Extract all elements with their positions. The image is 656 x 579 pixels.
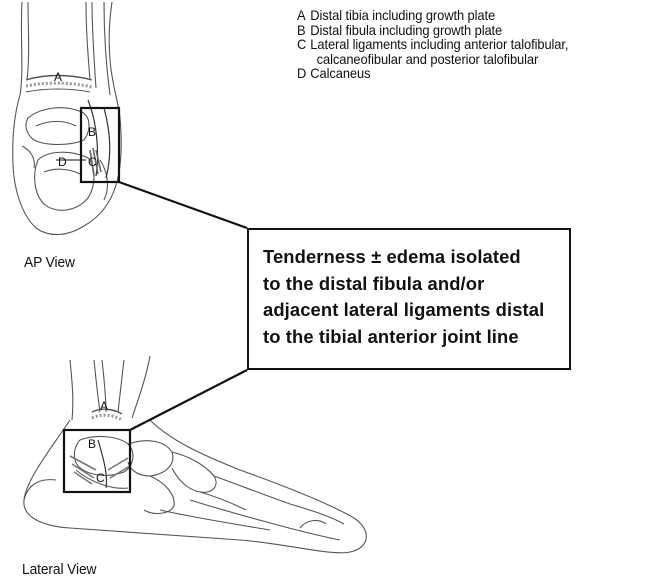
- legend-item-a: A Distal tibia including growth plate: [297, 9, 630, 24]
- legend-key: B: [297, 24, 310, 39]
- ap-label-b: B: [88, 125, 96, 139]
- legend-key: A: [297, 9, 310, 24]
- legend: A Distal tibia including growth plate B …: [297, 9, 630, 82]
- lat-label-b: B: [88, 437, 96, 451]
- legend-item-c: C Lateral ligaments including anterior t…: [297, 38, 630, 67]
- ap-view-illustration: [13, 2, 121, 235]
- ap-connector-line: [119, 182, 247, 228]
- lateral-view-illustration: [24, 356, 366, 553]
- legend-text: Calcaneus: [310, 67, 370, 82]
- ap-label-c: C: [88, 155, 97, 169]
- legend-item-b: B Distal fibula including growth plate: [297, 24, 630, 39]
- legend-key: D: [297, 67, 310, 82]
- lat-label-c: C: [96, 471, 105, 485]
- ap-label-d: D: [58, 155, 67, 169]
- lat-label-a: A: [100, 399, 108, 413]
- lateral-connector-line: [130, 370, 247, 430]
- legend-key: C: [297, 38, 310, 67]
- callout-text: Tenderness ± edema isolated to the dista…: [263, 244, 544, 350]
- callout-box: Tenderness ± edema isolated to the dista…: [247, 228, 571, 370]
- ap-label-a: A: [54, 70, 62, 84]
- legend-text: Lateral ligaments including anterior tal…: [310, 38, 568, 67]
- ap-view-label: AP View: [24, 255, 75, 271]
- legend-text: Distal fibula including growth plate: [310, 24, 502, 39]
- lateral-view-label: Lateral View: [22, 562, 96, 578]
- legend-text: Distal tibia including growth plate: [310, 9, 495, 24]
- legend-item-d: D Calcaneus: [297, 67, 630, 82]
